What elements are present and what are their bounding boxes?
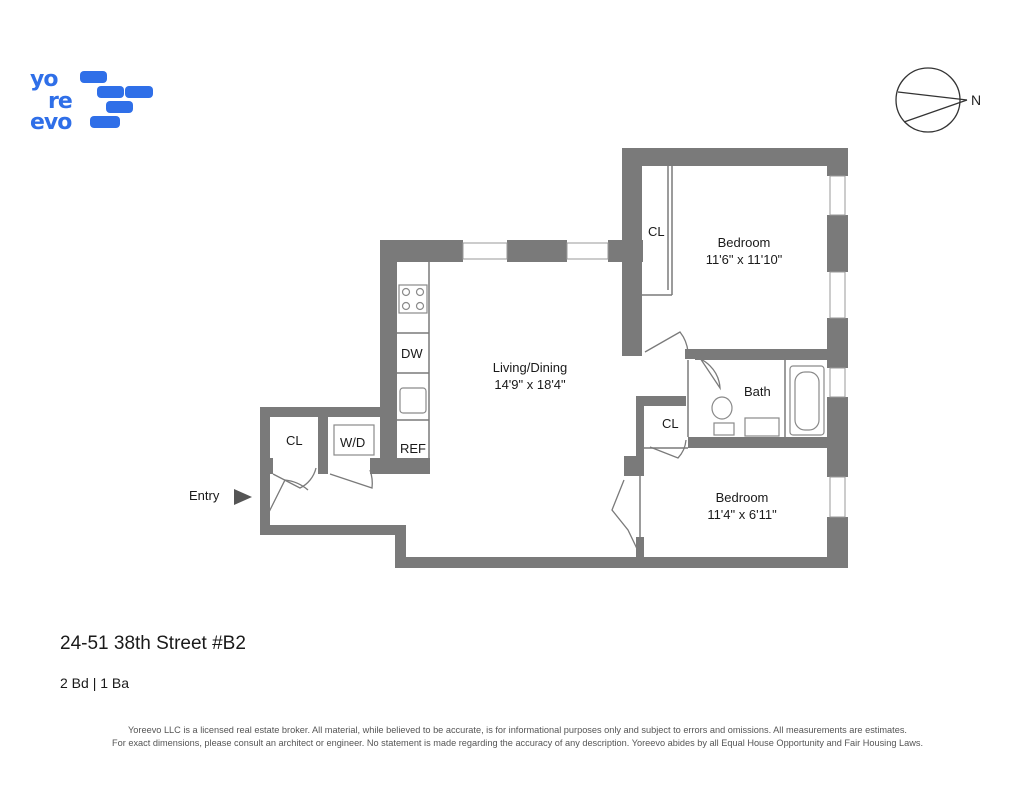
living-name: Living/Dining (493, 360, 567, 375)
legal-disclaimer: Yoreevo LLC is a licensed real estate br… (40, 724, 995, 749)
bedroom2-name: Bedroom (716, 490, 769, 505)
washer-dryer-label: W/D (340, 435, 365, 450)
compass-north-label: N (971, 92, 981, 108)
logo-text: yo re evo (30, 68, 73, 133)
doors (264, 331, 721, 556)
bedroom1-name: Bedroom (718, 235, 771, 250)
bedroom2-dims: 11'4" x 6'11" (707, 507, 777, 522)
walls (260, 148, 848, 568)
entry-label: Entry (189, 488, 220, 503)
logo-bricks (80, 71, 153, 128)
logo-line-3: evo (30, 110, 72, 133)
yoreevo-logo: yo re evo (30, 68, 153, 133)
logo-line-1: yo (30, 68, 58, 92)
disclaimer-line-1: Yoreevo LLC is a licensed real estate br… (128, 725, 907, 735)
bedroom1-closet-label: CL (648, 224, 665, 239)
bedroom2-closet-label: CL (662, 416, 679, 431)
bedroom1-dims: 11'6" x 11'10" (706, 252, 783, 267)
interior-lines (333, 156, 786, 537)
living-dims: 14'9" x 18'4" (494, 377, 566, 392)
bath-label: Bath (744, 384, 771, 399)
windows (462, 175, 846, 518)
refrigerator-label: REF (400, 441, 426, 456)
entry-arrow-icon (234, 489, 252, 505)
listing-beds-baths: 2 Bd | 1 Ba (60, 675, 130, 691)
disclaimer-line-2: For exact dimensions, please consult an … (112, 737, 923, 748)
entry-closet-label: CL (286, 433, 303, 448)
dishwasher-label: DW (401, 346, 423, 361)
north-compass-icon: N (895, 67, 981, 133)
fixtures (398, 284, 825, 437)
listing-address: 24-51 38th Street #B2 (60, 633, 246, 654)
logo-line-2: re (48, 89, 72, 114)
